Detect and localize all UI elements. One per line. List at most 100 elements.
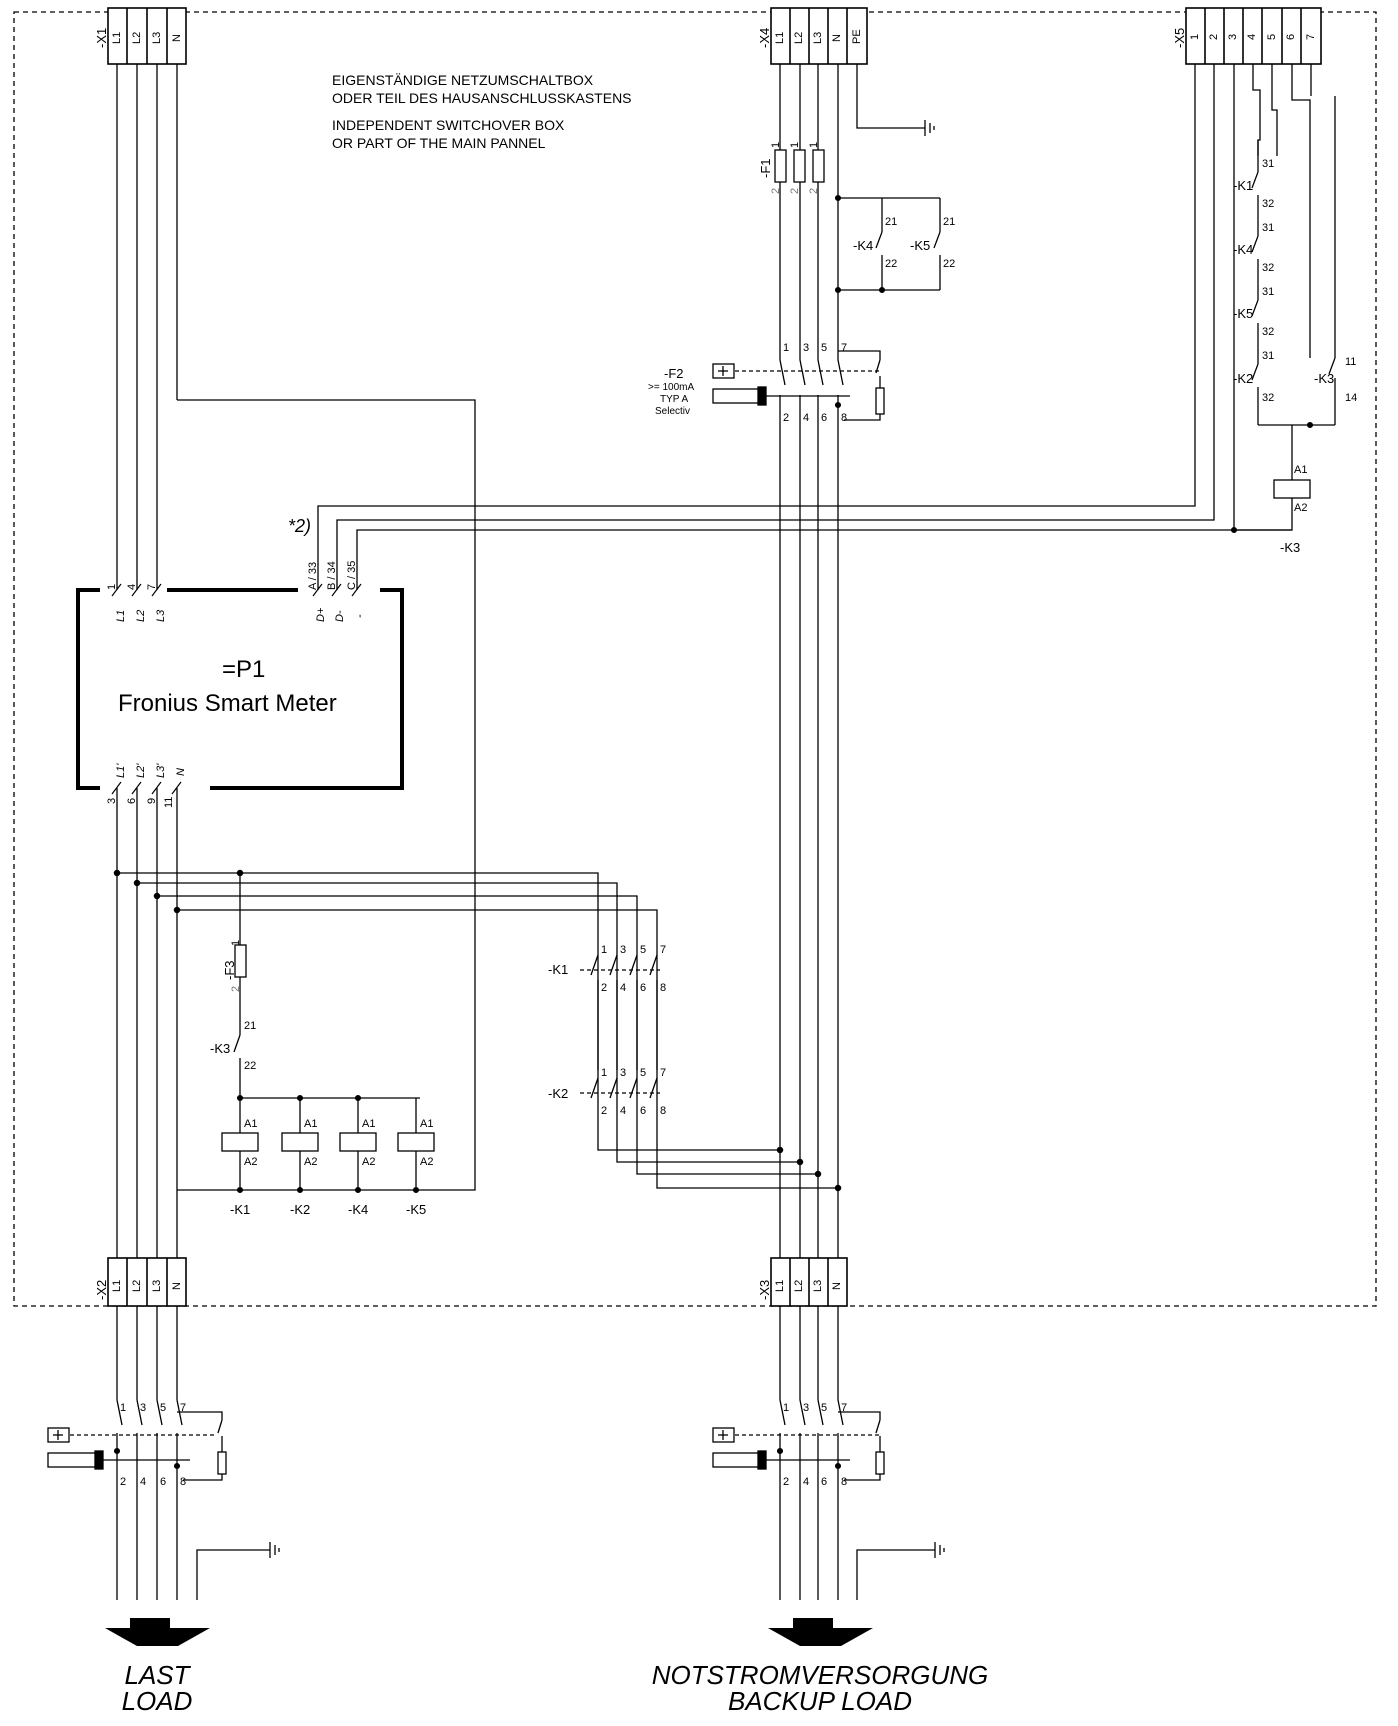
- coil-pin: A1: [420, 1118, 434, 1130]
- contact-number: 7: [841, 342, 848, 354]
- k4-coil-label: -K4: [348, 1202, 369, 1217]
- contact-number: 3: [803, 1402, 810, 1414]
- f1-pin: 1: [770, 141, 782, 148]
- coil-pin: A1: [1294, 464, 1308, 476]
- terminal-x1-label: -X1: [94, 27, 109, 48]
- contact-number: 22: [885, 258, 898, 270]
- meter-bottom-label: L3': [155, 763, 167, 778]
- meter-bottom-term: 3: [106, 797, 118, 804]
- f1-pin: 2: [808, 187, 820, 194]
- x5-pin: 3: [1227, 33, 1239, 40]
- contact-number: 7: [841, 1402, 848, 1414]
- x3-pin: N: [831, 1282, 843, 1290]
- terminal-x2-label: -X2: [94, 1279, 109, 1300]
- contact-number: 22: [943, 258, 956, 270]
- x3-pin: L1: [774, 1279, 786, 1292]
- meter-bottom-label: L1': [115, 763, 127, 778]
- k3-no-label: -K3: [1314, 371, 1335, 386]
- meter-top-label: L3: [155, 609, 167, 622]
- x1-pin: N: [171, 34, 183, 42]
- contact-number: 4: [803, 1476, 810, 1488]
- meter-bottom-term: 6: [126, 797, 138, 804]
- coil-pin: A1: [304, 1118, 318, 1130]
- contact-number: 1: [120, 1402, 127, 1414]
- k1-aux-label: -K1: [1233, 178, 1254, 193]
- contact-number: 5: [821, 342, 828, 354]
- meter-bottom-term: 9: [146, 797, 158, 804]
- f2-spec: >= 100mA: [648, 382, 695, 393]
- contact-number: 4: [620, 1105, 627, 1117]
- contact-number: 21: [244, 1020, 257, 1032]
- contact-number: 21: [943, 216, 956, 228]
- x2-pin: N: [171, 1282, 183, 1290]
- meter-comm-term: B / 34: [326, 561, 338, 590]
- coil-pin: A2: [420, 1156, 434, 1168]
- meter-comm-term: A / 33: [307, 561, 319, 590]
- contact-number: 22: [244, 1060, 257, 1072]
- contact-number: 5: [821, 1402, 828, 1414]
- f3-pin: 2: [230, 985, 242, 992]
- contact-number: 4: [803, 412, 810, 424]
- x1-pin: L1: [111, 31, 123, 44]
- contact-number: 8: [841, 412, 848, 424]
- contact-number: 6: [160, 1476, 167, 1488]
- terminal-x5: [1185, 7, 1322, 65]
- meter-comm-label: -: [354, 614, 366, 618]
- k5-nc-label: -K5: [910, 238, 931, 253]
- contact-number: 8: [660, 1105, 667, 1117]
- meter-name: Fronius Smart Meter: [118, 690, 337, 717]
- f1-pin: 1: [789, 141, 801, 148]
- meter-comm-term: C / 35: [346, 560, 358, 590]
- contact-number: 7: [180, 1402, 187, 1414]
- contact-number: 3: [803, 342, 810, 354]
- contact-number: 3: [620, 1067, 627, 1079]
- x1-pin: L2: [131, 31, 143, 44]
- contact-number: 32: [1262, 326, 1275, 338]
- x4-pin: N: [831, 34, 843, 42]
- contact-number: 7: [660, 944, 667, 956]
- x1-pin: L3: [151, 31, 163, 44]
- contact-number: 3: [140, 1402, 147, 1414]
- f1-pin: 2: [789, 187, 801, 194]
- k5-aux-label: -K5: [1233, 306, 1254, 321]
- backup-arrow-icon: [768, 1628, 873, 1646]
- backup-label-en: BACKUP LOAD: [728, 1686, 912, 1716]
- contact-number: 2: [783, 1476, 790, 1488]
- k3-nc-label: -K3: [210, 1041, 231, 1056]
- meter-top-term: 4: [126, 583, 138, 590]
- k2-main-label: -K2: [548, 1086, 569, 1101]
- f1-label: -F1: [758, 158, 773, 179]
- meter-bottom-label: N: [175, 768, 187, 776]
- meter-comm-label: D-: [334, 610, 346, 622]
- contact-number: 8: [180, 1476, 187, 1488]
- meter-top-label: L1: [115, 609, 127, 622]
- coil-pin: A1: [362, 1118, 376, 1130]
- contact-number: 32: [1262, 262, 1275, 274]
- load-arrow-icon: [105, 1628, 210, 1646]
- f1-pin: 1: [808, 141, 820, 148]
- terminal-x4: [770, 7, 868, 65]
- backup-label-de: NOTSTROMVERSORGUNG: [651, 1660, 989, 1690]
- contact-number: 6: [640, 1105, 647, 1117]
- contact-number: 31: [1262, 222, 1275, 234]
- load-label-de: LAST: [124, 1660, 190, 1690]
- meter-bottom-label: L2': [135, 763, 147, 778]
- contact-number: 6: [821, 1476, 828, 1488]
- contact-number: 31: [1262, 158, 1275, 170]
- contact-number: 7: [660, 1067, 667, 1079]
- contact-number: 1: [783, 1402, 790, 1414]
- contact-number: 32: [1262, 392, 1275, 404]
- x5-pin: 6: [1285, 33, 1297, 40]
- note-line-4: OR PART OF THE MAIN PANNEL: [332, 135, 546, 151]
- contact-number: 1: [601, 944, 608, 956]
- contact-number: 2: [601, 1105, 608, 1117]
- contact-number: 5: [160, 1402, 167, 1414]
- x4-pin: L3: [812, 31, 824, 44]
- contact-number: 6: [640, 982, 647, 994]
- k2-aux-label: -K2: [1233, 371, 1254, 386]
- contact-number: 2: [601, 982, 608, 994]
- f3-pin: 1: [230, 939, 242, 946]
- k5-coil-label: -K5: [406, 1202, 427, 1217]
- contact-number: 2: [783, 412, 790, 424]
